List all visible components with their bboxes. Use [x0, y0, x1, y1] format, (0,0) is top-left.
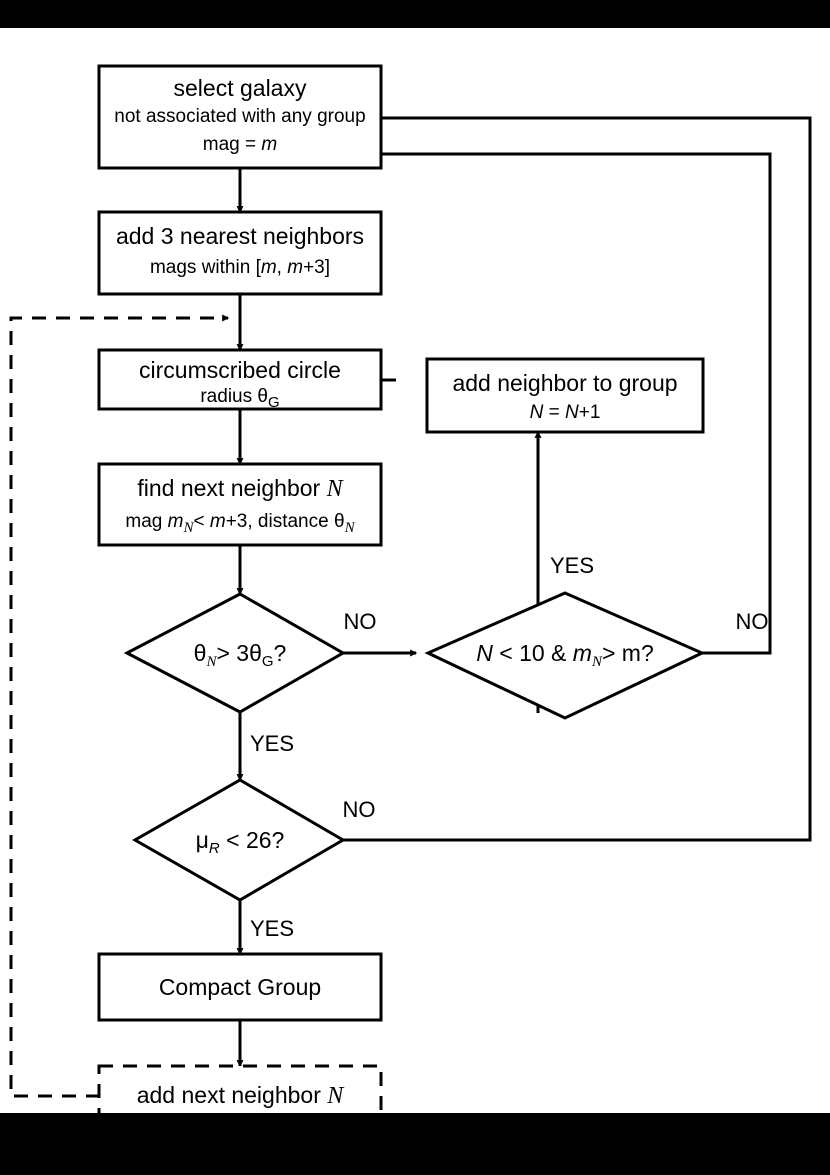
- add-neighbors-prefix: mags within [: [150, 257, 262, 278]
- find-next-line1: find next neighbor N: [137, 475, 344, 502]
- select-galaxy-mag-var: m: [261, 134, 277, 155]
- find-next-dist-label: +3, distance: [226, 511, 334, 532]
- add-neighbors-box[interactable]: [97, 210, 383, 296]
- add-neighbors-line2: mags within [m, m+3]: [150, 257, 330, 278]
- edge-label-no-count: NO: [736, 609, 769, 634]
- theta-test-sub2: G: [262, 653, 274, 670]
- edge-label-no-mu: NO: [343, 797, 376, 822]
- edge-label-no-theta: NO: [344, 609, 377, 634]
- count-test-op1: < 10 &: [493, 640, 573, 666]
- circumscribed-line2: radius θG: [200, 386, 279, 411]
- circumscribed-radius-prefix: radius: [200, 386, 257, 407]
- circumscribed-line1: circumscribed circle: [139, 357, 341, 383]
- find-next-line2: mag mN< m+3, distance θN: [125, 511, 355, 536]
- letterbox-bottom: [0, 1113, 830, 1175]
- decision-surface-brightness-test[interactable]: μR < 26?: [131, 778, 346, 902]
- decision-theta-test[interactable]: θN> 3θG?: [123, 592, 347, 714]
- compact-group-label: Compact Group: [159, 974, 321, 1000]
- compact-group-box[interactable]: [97, 952, 383, 1022]
- theta-test-theta2: θ: [249, 640, 262, 666]
- theta-test-op: > 3: [216, 640, 249, 666]
- add-neighbors-var1: m: [261, 257, 277, 278]
- node-find-next-neighbor[interactable]: find next neighbor N mag mN< m+3, distan…: [97, 462, 383, 547]
- add-neighbors-suffix: +3]: [303, 257, 330, 278]
- add-to-group-n1: N: [530, 402, 544, 423]
- theta-test-diamond[interactable]: [123, 592, 347, 714]
- count-test-text: N < 10 & mN> m?: [476, 640, 654, 670]
- add-to-group-line2: N = N+1: [530, 402, 601, 423]
- edge-label-yes-theta: YES: [250, 731, 294, 756]
- add-to-group-n2: N: [565, 402, 579, 423]
- add-to-group-line1: add neighbor to group: [452, 370, 677, 396]
- edge-label-yes-count: YES: [550, 553, 594, 578]
- add-next-prefix: add next neighbor: [137, 1082, 328, 1108]
- count-test-m-sub: N: [591, 654, 603, 670]
- select-galaxy-line1: select galaxy: [174, 75, 307, 101]
- find-next-m-sub: N: [182, 520, 194, 536]
- find-next-lt: <: [194, 511, 210, 532]
- count-test-diamond[interactable]: [424, 591, 706, 720]
- find-next-prefix: find next neighbor: [137, 475, 326, 501]
- theta-test-theta1: θ: [194, 640, 207, 666]
- find-next-m2: m: [210, 511, 226, 532]
- node-add-neighbors[interactable]: add 3 nearest neighbors mags within [m, …: [97, 210, 383, 296]
- mu-test-text: μR < 26?: [196, 827, 285, 857]
- count-test-n: N: [476, 640, 493, 666]
- add-next-script-n: N: [326, 1083, 345, 1109]
- find-next-script-n: N: [326, 476, 345, 502]
- flowchart-svg: select galaxy not associated with any gr…: [0, 28, 830, 1113]
- theta-test-sub1: N: [205, 654, 217, 670]
- count-test-op2: > m?: [602, 640, 654, 666]
- circumscribed-theta-sub: G: [268, 394, 280, 411]
- add-neighbors-mid: ,: [277, 257, 288, 278]
- node-select-galaxy[interactable]: select galaxy not associated with any gr…: [97, 64, 383, 170]
- node-add-next-neighbor[interactable]: add next neighbor N: [97, 1064, 383, 1113]
- theta-test-q: ?: [274, 640, 287, 666]
- select-galaxy-line3: mag = m: [203, 134, 277, 155]
- node-circumscribed-circle[interactable]: circumscribed circle radius θG: [97, 348, 383, 411]
- select-galaxy-line2: not associated with any group: [114, 106, 365, 127]
- find-next-mag-label: mag: [125, 511, 167, 532]
- circumscribed-circle-box[interactable]: [97, 348, 383, 411]
- mu-test-rest: < 26?: [220, 827, 285, 853]
- node-compact-group[interactable]: Compact Group: [97, 952, 383, 1022]
- add-to-group-eq: =: [543, 402, 565, 423]
- add-to-group-box[interactable]: [425, 357, 705, 434]
- select-galaxy-box[interactable]: [97, 64, 383, 170]
- mu-test-diamond[interactable]: [131, 778, 346, 902]
- find-next-theta: θ: [334, 511, 345, 532]
- mu-test-mu: μ: [196, 827, 209, 853]
- find-next-m: m: [168, 511, 184, 532]
- node-add-neighbor-to-group[interactable]: add neighbor to group N = N+1: [425, 357, 705, 434]
- add-next-neighbor-box[interactable]: [97, 1064, 383, 1113]
- add-neighbors-line1: add 3 nearest neighbors: [116, 223, 364, 249]
- edge-label-yes-mu: YES: [250, 916, 294, 941]
- find-next-theta-sub: N: [344, 520, 356, 536]
- edge-counttest-no-to-select: [355, 150, 772, 655]
- circumscribed-theta: θ: [257, 386, 268, 407]
- select-galaxy-mag-prefix: mag =: [203, 134, 262, 155]
- count-test-m: m: [573, 640, 592, 666]
- mu-test-sub: R: [209, 840, 220, 857]
- decision-count-test[interactable]: N < 10 & mN> m?: [424, 591, 706, 720]
- add-neighbors-var2: m: [287, 257, 303, 278]
- letterbox-top: [0, 0, 830, 28]
- find-next-box[interactable]: [97, 462, 383, 547]
- edge-mutest-no-to-select: [323, 114, 812, 842]
- add-to-group-plus1: +1: [579, 402, 601, 423]
- flowchart-canvas: select galaxy not associated with any gr…: [0, 28, 830, 1113]
- theta-test-text: θN> 3θG?: [194, 640, 287, 670]
- add-next-neighbor-label: add next neighbor N: [137, 1082, 346, 1109]
